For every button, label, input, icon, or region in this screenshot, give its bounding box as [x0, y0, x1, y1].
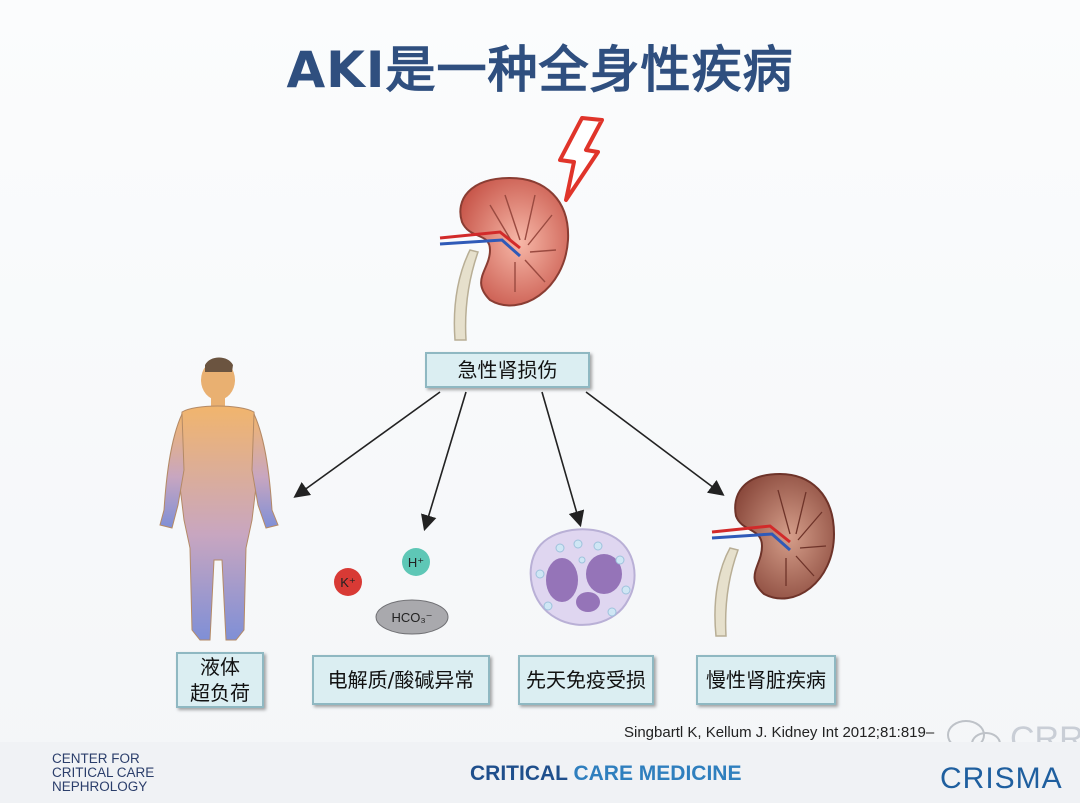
ccm-part2: CARE MEDICINE: [573, 762, 742, 785]
bicarbonate-ion: HCO₃⁻: [375, 599, 449, 635]
arrow-to-electrolyte: [421, 391, 467, 532]
potassium-ion: K⁺: [334, 568, 362, 596]
arrow-to-immune: [541, 391, 585, 528]
chronic-kidney-illustration: [711, 472, 836, 637]
ccn-logo-text: CENTER FOR CRITICAL CARE NEPHROLOGY: [52, 752, 154, 794]
crisma-logo: CRISMA: [940, 762, 1063, 795]
arrow-to-fluid: [293, 391, 441, 498]
ccn-line3: NEPHROLOGY: [52, 779, 148, 794]
ccn-line2: CRITICAL CARE: [52, 765, 155, 780]
fluid-overload-box: 液体 超负荷: [176, 652, 264, 708]
fluid-overload-line2: 超负荷: [190, 681, 250, 705]
chronic-kidney-disease-box: 慢性肾脏疾病: [696, 655, 836, 705]
arrow-to-ckd: [585, 391, 725, 496]
svg-text:H⁺: H⁺: [408, 555, 424, 570]
hydrogen-ion: H⁺: [402, 548, 430, 576]
fluid-overload-line1: 液体: [200, 655, 240, 679]
ccn-line1: CENTER FOR: [52, 751, 140, 766]
footer-bar: [0, 742, 1080, 803]
acute-kidney-illustration: [439, 176, 570, 341]
slide-title: AKI是一种全身性疾病: [286, 41, 794, 99]
critical-care-medicine-logo: CRITICAL CARE MEDICINE: [470, 762, 741, 786]
electrolyte-acid-base-box: 电解质/酸碱异常: [312, 655, 490, 705]
immune-cell-illustration: [529, 528, 636, 626]
acute-kidney-injury-box: 急性肾损伤: [425, 352, 590, 388]
ccm-part1: CRITICAL: [470, 762, 574, 785]
lightning-bolt-icon: [558, 116, 604, 202]
innate-immunity-box: 先天免疫受损: [518, 655, 654, 705]
svg-text:HCO₃⁻: HCO₃⁻: [391, 610, 432, 625]
human-body-illustration: [159, 357, 279, 641]
citation-text: Singbartl K, Kellum J. Kidney Int 2012;8…: [624, 724, 935, 741]
svg-text:K⁺: K⁺: [340, 575, 356, 590]
